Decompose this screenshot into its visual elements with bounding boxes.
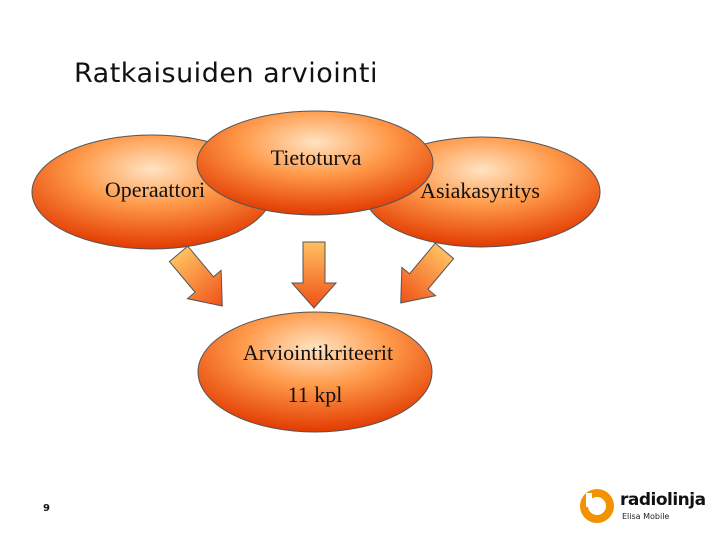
arrow-right-down bbox=[400, 242, 455, 304]
arrow-left-down bbox=[168, 245, 223, 307]
radiolinja-emblem-icon bbox=[580, 489, 614, 523]
node-arviointikriteerit-label: Arviointikriteerit bbox=[243, 340, 393, 365]
node-tietoturva-label: Tietoturva bbox=[271, 145, 362, 170]
logo-subtitle: Elisa Mobile bbox=[622, 512, 670, 521]
node-asiakasyritys-label: Asiakasyritys bbox=[420, 178, 540, 203]
page-number: 9 bbox=[43, 503, 50, 514]
node-tietoturva: Tietoturva bbox=[196, 110, 434, 216]
radiolinja-logo: radiolinja Elisa Mobile bbox=[578, 486, 706, 526]
slide-title: Ratkaisuiden arviointi bbox=[74, 58, 378, 89]
node-arviointikriteerit-count: 11 kpl bbox=[288, 382, 343, 407]
arrow-center-down bbox=[290, 241, 338, 309]
node-operaattori-label: Operaattori bbox=[105, 177, 205, 202]
node-arviointikriteerit: Arviointikriteerit 11 kpl bbox=[197, 311, 433, 433]
logo-wordmark: radiolinja bbox=[620, 490, 706, 510]
